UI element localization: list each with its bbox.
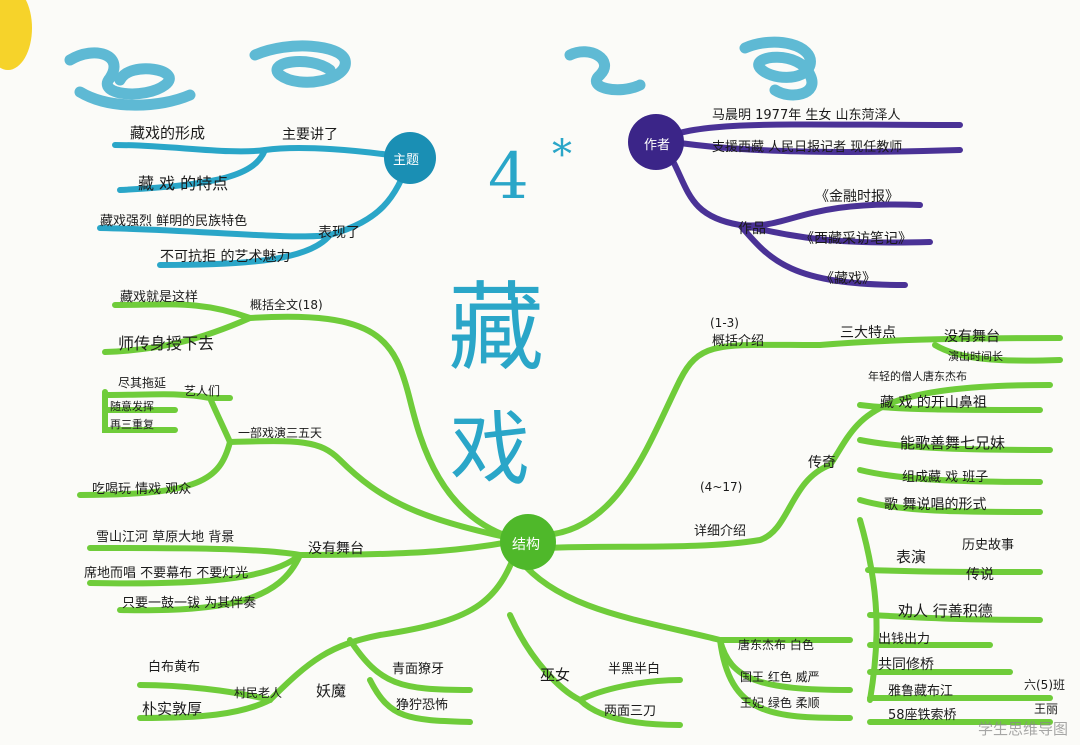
title-char-xi: 戏 — [450, 403, 530, 496]
no-stage-label: 没有舞台 — [308, 541, 364, 557]
no-stage-item-2: 席地而唱 不要幕布 不要灯光 — [84, 566, 249, 581]
detail-label: 详细介绍 — [694, 524, 747, 539]
author-node-circle — [628, 114, 684, 170]
overview-item-1: 藏戏就是这样 — [120, 290, 199, 305]
signature-name: 王丽 — [1034, 702, 1059, 716]
detail-line-6: 劝人 行善积德 — [898, 602, 993, 620]
intro-three-features: 三大特点 — [840, 325, 896, 341]
yellow-corner-blob — [0, 0, 32, 70]
demon-villager: 村民老人 — [234, 686, 283, 700]
watermark: 学生思维导图 — [977, 720, 1068, 738]
theme-node-label: 主题 — [393, 153, 420, 168]
show-days-item-2: 随意发挥 — [110, 400, 154, 413]
detail-line-2: 藏 戏 的开山鼻祖 — [880, 395, 987, 411]
overview-item-2: 师传身授下去 — [118, 334, 215, 353]
show-days-label: 一部戏演三五天 — [238, 426, 323, 440]
author-work-2: 《西藏采访笔记》 — [800, 231, 912, 247]
author-work-3: 《藏戏》 — [820, 271, 876, 287]
title-star: * — [552, 132, 572, 178]
intro-feature-2: 演出时间长 — [948, 350, 1003, 363]
detail-legend: 传奇 — [808, 455, 836, 471]
witch-item-1: 半黑半白 — [608, 662, 661, 677]
author-line-job: 支援西藏 人民日报记者 现任教师 — [712, 140, 903, 155]
author-line-birth: 马晨明 1977年 生女 山东菏泽人 — [712, 108, 901, 123]
show-days-sub: 艺人们 — [184, 384, 221, 398]
no-stage-item-1: 雪山江河 草原大地 背景 — [96, 530, 235, 545]
demon-villager-1: 白布黄布 — [148, 660, 201, 675]
theme-branch-show: 表现了 — [318, 225, 360, 241]
theme-node-circle — [384, 132, 436, 184]
demon-label: 妖魔 — [316, 682, 347, 700]
structure-node-circle — [500, 514, 556, 570]
cloud-decorations — [64, 36, 818, 111]
intro-range: (1-3) — [710, 316, 739, 330]
witch-label: 巫女 — [540, 666, 571, 684]
author-work-1: 《金融时报》 — [815, 189, 899, 205]
author-node-label: 作者 — [644, 138, 671, 153]
theme-item-formation: 藏戏的形成 — [130, 124, 206, 142]
color-item-2: 国王 红色 威严 — [740, 670, 820, 684]
detail-line-1: 年轻的僧人唐东杰布 — [868, 370, 967, 383]
overview-label: 概括全文(18) — [250, 298, 323, 312]
detail-line-8: 共同修桥 — [878, 657, 934, 673]
structure-branches — [77, 301, 1063, 728]
intro-label: 概括介绍 — [712, 334, 765, 349]
detail-line-9: 雅鲁藏布江 — [888, 684, 954, 699]
show-days-item-1: 尽其拖延 — [118, 376, 167, 390]
detail-line-5: 歌 舞说唱的形式 — [884, 497, 987, 513]
structure-node-label: 结构 — [512, 537, 540, 553]
detail-perform-2: 传说 — [966, 567, 994, 583]
intro-feature-1: 没有舞台 — [944, 329, 1000, 345]
detail-line-3: 能歌善舞七兄妹 — [900, 434, 1006, 452]
detail-line-7: 出钱出力 — [878, 632, 931, 647]
detail-perform-1: 历史故事 — [962, 538, 1015, 553]
demon-villager-2: 朴实敦厚 — [142, 700, 203, 718]
title-char-cang: 藏 — [448, 272, 544, 384]
show-days-item-3: 再三重复 — [110, 418, 154, 431]
demon-face-2: 狰狞恐怖 — [396, 698, 449, 713]
title-number: 4 — [488, 140, 529, 214]
show-days-item-4: 吃喝玩 情戏 观众 — [92, 482, 192, 497]
detail-range: (4~17) — [700, 480, 743, 494]
demon-face-1: 青面獠牙 — [392, 662, 445, 677]
color-item-1: 唐东杰布 白色 — [738, 638, 814, 652]
detail-perform: 表演 — [896, 548, 927, 566]
theme-item-features: 藏 戏 的特点 — [138, 174, 229, 193]
detail-line-10: 58座铁索桥 — [888, 708, 957, 723]
theme-branch-main: 主要讲了 — [282, 127, 338, 143]
detail-line-4: 组成藏 戏 班子 — [902, 470, 989, 485]
witch-item-2: 两面三刀 — [604, 704, 657, 719]
theme-item-ethnic: 藏戏强烈 鲜明的民族特色 — [100, 214, 248, 229]
no-stage-item-3: 只要一鼓一钹 为其伴奏 — [122, 596, 257, 611]
author-works-label: 作品 — [738, 221, 766, 237]
theme-item-charm: 不可抗拒 的艺术魅力 — [160, 249, 291, 265]
theme-branch — [97, 142, 413, 268]
signature-class: 六(5)班 — [1024, 678, 1065, 692]
color-item-3: 王妃 绿色 柔顺 — [740, 696, 820, 710]
